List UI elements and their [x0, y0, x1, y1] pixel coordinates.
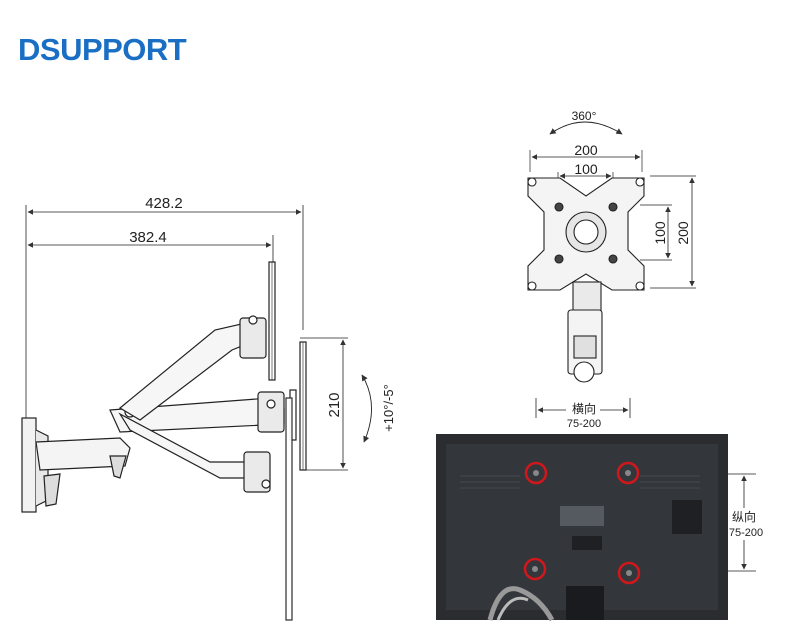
vesa-outer-v-label: 200 — [675, 221, 691, 245]
rotation-arc — [549, 121, 623, 135]
vesa-outer-h-label: 200 — [574, 142, 598, 158]
horizontal-label: 横向 — [572, 401, 596, 416]
tv-back-view — [436, 398, 756, 622]
vesa-hole-bottom-right — [617, 561, 641, 585]
tilt-arc — [361, 374, 372, 443]
vertical-range-label: 75-200 — [729, 527, 763, 539]
side-view — [21, 205, 372, 621]
tilt-range-label: +10°/-5° — [381, 384, 396, 432]
plate-view — [527, 121, 696, 383]
vertical-travel-label: 210 — [326, 392, 343, 417]
wall-plate — [21, 417, 37, 513]
vertical-label: 纵向 — [732, 509, 756, 524]
brand-logo: DSUPPORT — [18, 32, 187, 67]
vesa-hole-top-right — [616, 461, 640, 485]
vesa-hole-top-left — [524, 461, 548, 485]
rotation-label: 360° — [572, 109, 597, 123]
arm-base — [35, 437, 131, 471]
horizontal-range-label: 75-200 — [567, 418, 601, 430]
vesa-inner-h-label: 100 — [574, 161, 598, 177]
inner-length-label: 382.4 — [129, 229, 167, 246]
outer-length-label: 428.2 — [145, 195, 183, 212]
vesa-plate-lower — [285, 397, 293, 621]
vesa-hole-bottom-left — [523, 557, 547, 581]
vesa-inner-v-label: 100 — [652, 221, 668, 245]
